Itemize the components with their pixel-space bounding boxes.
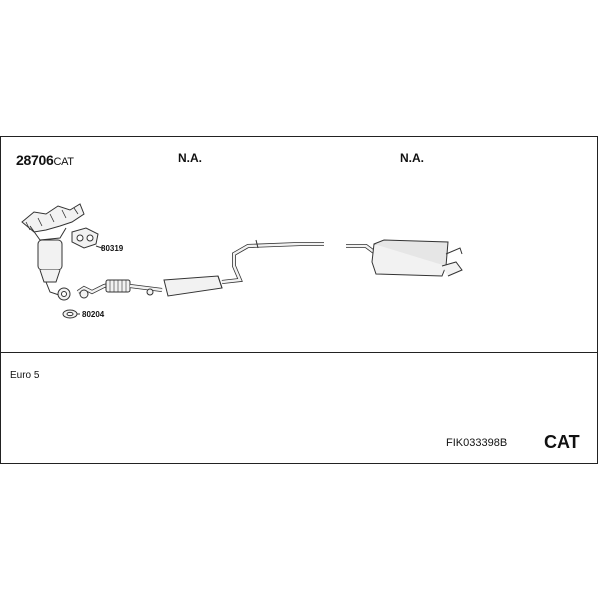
category-badge: CAT [544, 432, 580, 452]
main-part-number: 28706CAT [16, 152, 74, 168]
part-label-80204: 80204 [82, 310, 105, 319]
na-label-middle: N.A. [178, 151, 202, 165]
front-pipe-icon [76, 279, 163, 299]
emission-standard: Euro 5 [10, 370, 40, 381]
section-divider [0, 352, 598, 353]
kit-code: FIK033398B [446, 437, 508, 449]
rear-silencer-icon [346, 239, 463, 277]
na-label-right: N.A. [400, 151, 424, 165]
intermediate-pipe-icon [221, 239, 324, 284]
main-part-suffix: CAT [53, 156, 74, 168]
part-label-80319: 80319 [101, 244, 124, 253]
gasket-80204-icon [62, 309, 80, 319]
gasket-80319-icon [71, 227, 103, 249]
diagram-frame [0, 136, 598, 464]
catalytic-manifold-icon [21, 203, 85, 301]
center-silencer-icon [163, 275, 223, 297]
main-part-number-value: 28706 [16, 152, 54, 168]
